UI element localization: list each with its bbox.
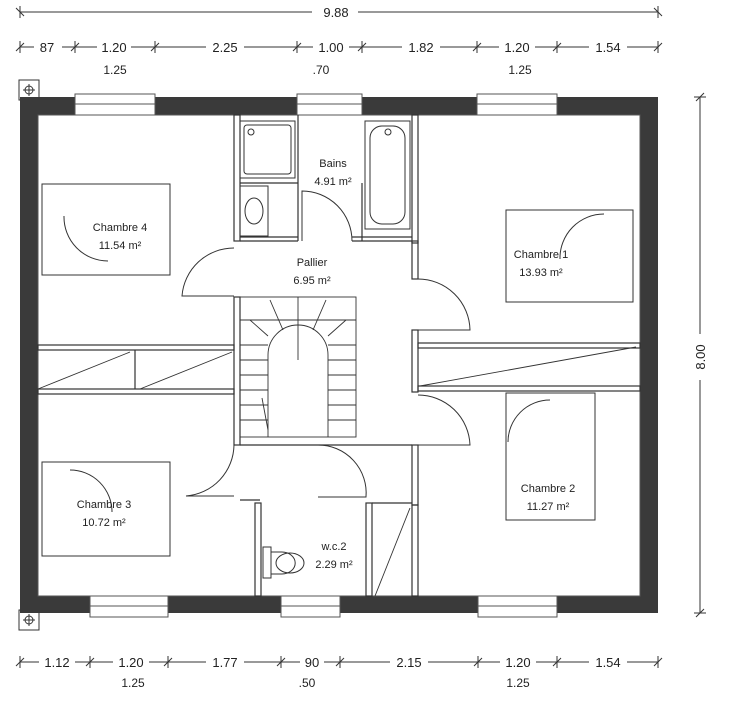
- top-dimension-ticks: [15, 41, 663, 53]
- room-chambre-2: Chambre 2 11.27 m²: [521, 483, 575, 513]
- bottom-sub-dim-3: 1.25: [506, 676, 530, 690]
- top-dim-7: 1.54: [595, 40, 620, 55]
- exterior-walls: [20, 97, 658, 613]
- room-area: 2.29 m²: [315, 559, 353, 571]
- top-dim-1: 87: [40, 40, 54, 55]
- overall-height-label: 8.00: [693, 344, 708, 369]
- bottom-sub-dim-1: 1.25: [121, 676, 145, 690]
- bottom-dimension-labels: 1.12 1.20 1.77 90 2.15 1.20 1.54 1.25 .5…: [39, 653, 627, 690]
- room-area: 11.54 m²: [99, 240, 142, 252]
- room-name: Bains: [319, 158, 347, 170]
- room-area: 10.72 m²: [82, 517, 126, 529]
- room-chambre-4: Chambre 4 11.54 m²: [93, 222, 147, 252]
- room-name: Chambre 1: [514, 249, 568, 261]
- top-sub-dim-1: 1.25: [103, 63, 127, 77]
- bottom-dim-3: 1.77: [212, 655, 237, 670]
- windows: [74, 93, 558, 618]
- corner-marker-icon: [18, 79, 40, 101]
- top-dim-2: 1.20: [101, 40, 126, 55]
- room-name: Chambre 2: [521, 483, 575, 495]
- bottom-dim-6: 1.20: [505, 655, 530, 670]
- room-wc-2: w.c.2 2.29 m²: [315, 541, 353, 571]
- bathtub-icon: [364, 120, 411, 230]
- staircase: [239, 296, 357, 438]
- bottom-dim-4: 90: [305, 655, 319, 670]
- sink-icon: [239, 185, 269, 237]
- top-sub-dim-2: .70: [313, 63, 330, 77]
- toilet-icon: [262, 546, 305, 579]
- top-dim-4: 1.00: [318, 40, 343, 55]
- room-name: Chambre 3: [77, 499, 131, 511]
- interior-walls: [37, 114, 641, 597]
- overall-width-dimension: [15, 6, 663, 18]
- bottom-dimension-line: [15, 656, 663, 668]
- room-chambre-1: Chambre 1 13.93 m²: [514, 249, 568, 279]
- bottom-dim-7: 1.54: [595, 655, 620, 670]
- closet-markings: [37, 346, 637, 597]
- door-swings: [63, 190, 605, 513]
- beds: [41, 183, 634, 557]
- bottom-dim-2: 1.20: [118, 655, 143, 670]
- overall-height-dimension: [694, 92, 706, 618]
- room-area: 13.93 m²: [519, 267, 563, 279]
- top-dim-3: 2.25: [212, 40, 237, 55]
- top-dim-5: 1.82: [408, 40, 433, 55]
- bottom-dim-1: 1.12: [44, 655, 69, 670]
- room-area: 6.95 m²: [293, 275, 331, 287]
- top-dim-6: 1.20: [504, 40, 529, 55]
- room-area: 4.91 m²: [314, 176, 352, 188]
- room-name: w.c.2: [320, 541, 346, 553]
- room-name: Chambre 4: [93, 222, 147, 234]
- top-sub-dim-3: 1.25: [508, 63, 532, 77]
- room-bains: Bains 4.91 m²: [314, 158, 352, 188]
- overall-width-label: 9.88: [323, 5, 348, 20]
- bottom-dim-5: 2.15: [396, 655, 421, 670]
- top-dimension-labels: 87 1.20 2.25 1.00 1.82 1.20 1.54 1.25 .7…: [34, 38, 627, 77]
- bottom-sub-dim-2: .50: [299, 676, 316, 690]
- room-chambre-3: Chambre 3 10.72 m²: [77, 499, 131, 529]
- room-pallier: Pallier 6.95 m²: [293, 257, 331, 287]
- shower-icon: [239, 120, 296, 179]
- room-name: Pallier: [297, 257, 328, 269]
- room-area: 11.27 m²: [527, 501, 570, 513]
